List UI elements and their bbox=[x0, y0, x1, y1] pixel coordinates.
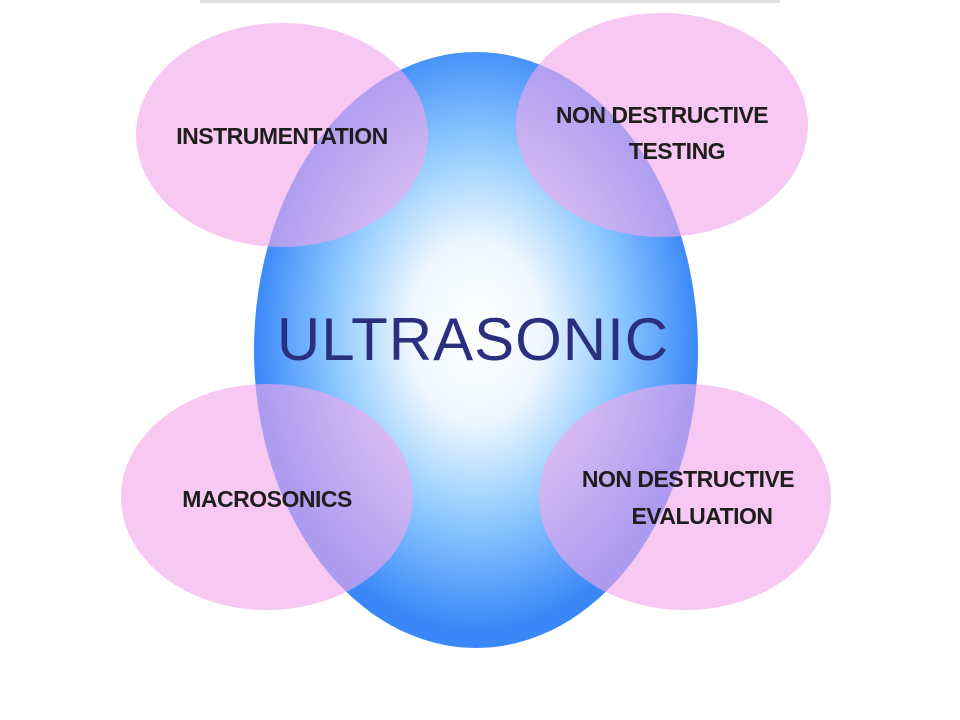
label-instrumentation: INSTRUMENTATION bbox=[176, 123, 387, 149]
label-ndt-line2: TESTING bbox=[629, 138, 725, 164]
label-nde-line1: NON DESTRUCTIVE bbox=[582, 466, 794, 492]
satellite-instrumentation bbox=[136, 23, 428, 247]
center-label: ULTRASONIC bbox=[277, 306, 669, 373]
top-edge-strip bbox=[200, 0, 780, 3]
label-ndt-line1: NON DESTRUCTIVE bbox=[556, 102, 768, 128]
label-macrosonics: MACROSONICS bbox=[182, 486, 352, 512]
satellite-ndt bbox=[516, 13, 808, 237]
satellite-macrosonics bbox=[121, 384, 413, 610]
satellite-nde bbox=[539, 384, 831, 610]
label-nde-line2: EVALUATION bbox=[631, 503, 772, 529]
